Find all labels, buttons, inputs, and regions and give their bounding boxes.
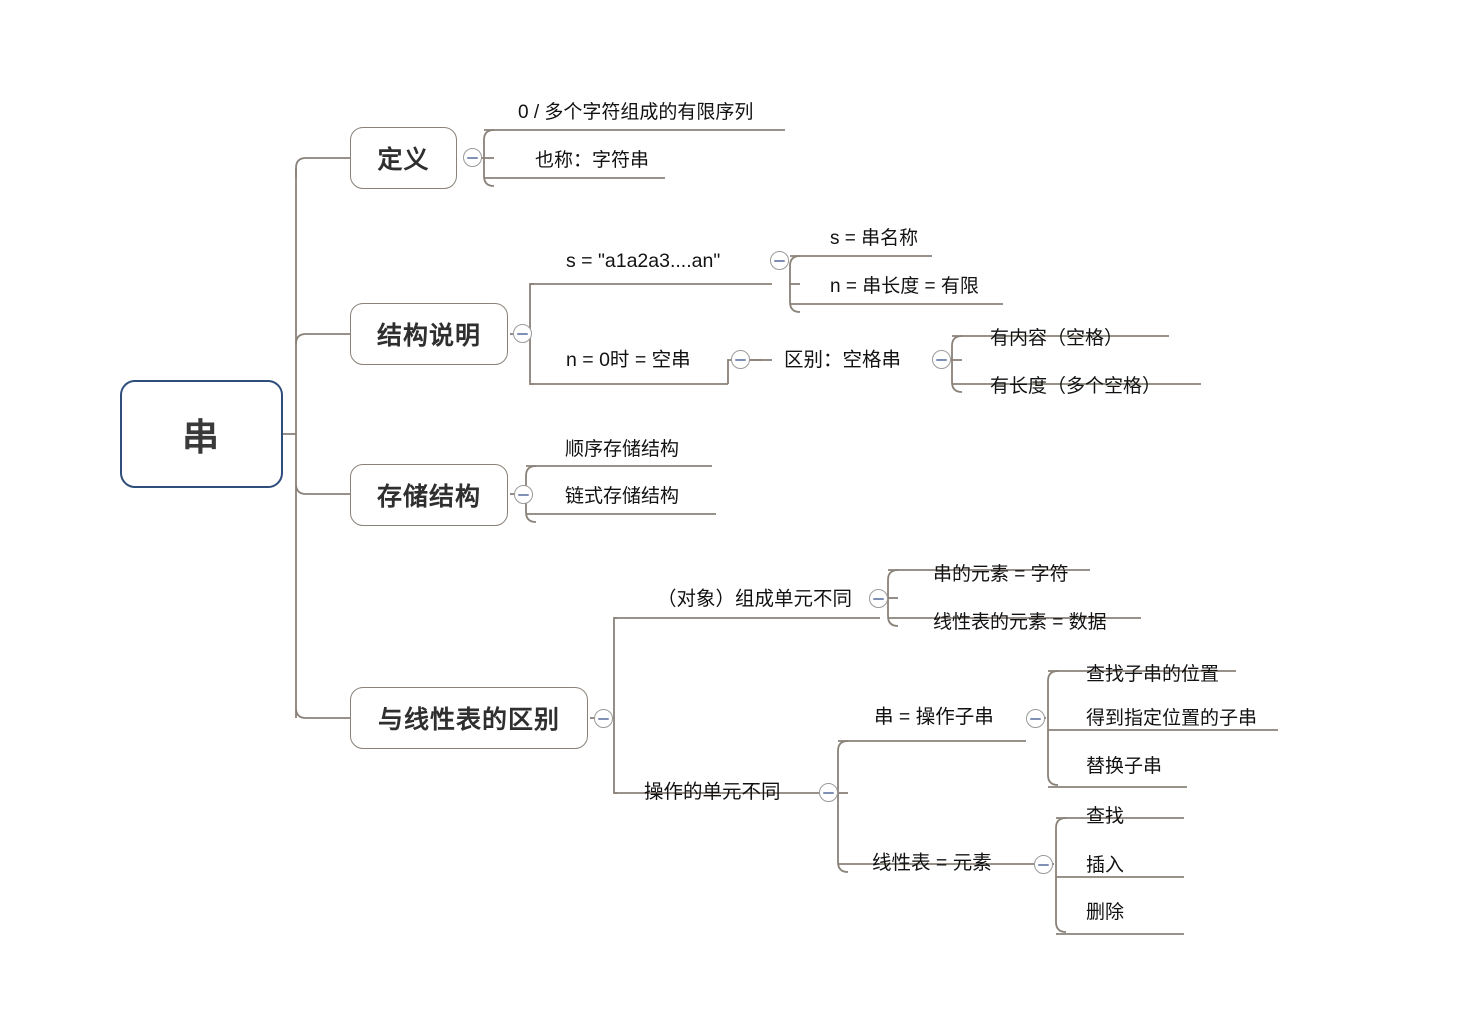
leaf-delete[interactable]: 删除 <box>1086 902 1125 923</box>
leaf-sequential-storage[interactable]: 顺序存储结构 <box>565 439 680 460</box>
branch-node-quebie[interactable]: 与线性表的区别 <box>350 687 588 749</box>
root-label: 串 <box>182 417 221 458</box>
branch-label-jiegoushuoming: 结构说明 <box>376 322 481 350</box>
root-node[interactable]: 串 <box>120 380 283 488</box>
leaf-list-element-is-data[interactable]: 线性表的元素 = 数据 <box>933 612 1107 633</box>
leaf-search[interactable]: 查找 <box>1086 806 1125 827</box>
branch-node-dingyi[interactable]: 定义 <box>350 127 457 189</box>
branch-label-dingyi: 定义 <box>377 146 430 174</box>
node-composition-unit-differs[interactable]: （对象）组成单元不同 <box>657 588 853 610</box>
leaf-has-length-multi-space[interactable]: 有长度（多个空格） <box>990 376 1162 397</box>
toggle-string-substring-collapse-icon[interactable] <box>1026 709 1045 728</box>
leaf-n-is-string-length-finite[interactable]: n = 串长度 = 有限 <box>830 276 979 297</box>
node-string-operates-substring[interactable]: 串 = 操作子串 <box>874 706 994 728</box>
node-s-expression[interactable]: s = "a1a2a3....an" <box>566 250 721 272</box>
leaf-linked-storage[interactable]: 链式存储结构 <box>565 486 680 507</box>
toggle-quebie-collapse-icon[interactable] <box>594 709 613 728</box>
toggle-list-element-collapse-icon[interactable] <box>1034 855 1053 874</box>
toggle-difference-space-collapse-icon[interactable] <box>932 350 951 369</box>
toggle-dingyi-collapse-icon[interactable] <box>463 148 482 167</box>
toggle-cunchujiegou-collapse-icon[interactable] <box>514 485 533 504</box>
toggle-s-expression-collapse-icon[interactable] <box>770 251 789 270</box>
leaf-find-substring-position[interactable]: 查找子串的位置 <box>1086 664 1220 685</box>
leaf-replace-substring[interactable]: 替换子串 <box>1086 756 1163 777</box>
leaf-insert[interactable]: 插入 <box>1086 855 1125 876</box>
toggle-jiegoushuoming-collapse-icon[interactable] <box>513 324 532 343</box>
leaf-string-element-is-char[interactable]: 串的元素 = 字符 <box>933 564 1069 585</box>
leaf-get-substring-at-position[interactable]: 得到指定位置的子串 <box>1086 708 1258 729</box>
toggle-n-zero-collapse-icon[interactable] <box>731 350 750 369</box>
branch-label-cunchujiegou: 存储结构 <box>376 483 481 511</box>
leaf-0-multi-char-sequence[interactable]: 0 / 多个字符组成的有限序列 <box>518 102 754 123</box>
branch-node-jiegoushuoming[interactable]: 结构说明 <box>350 303 508 365</box>
leaf-has-content-space[interactable]: 有内容（空格） <box>990 328 1124 349</box>
leaf-s-is-string-name[interactable]: s = 串名称 <box>830 228 919 249</box>
leaf-also-called-string[interactable]: 也称：字符串 <box>535 150 650 171</box>
node-n-zero-empty-string[interactable]: n = 0时 = 空串 <box>566 349 691 371</box>
toggle-composition-unit-collapse-icon[interactable] <box>869 589 888 608</box>
toggle-operation-unit-collapse-icon[interactable] <box>819 783 838 802</box>
node-operation-unit-differs[interactable]: 操作的单元不同 <box>644 781 781 803</box>
branch-node-cunchujiegou[interactable]: 存储结构 <box>350 464 508 526</box>
node-difference-space-string[interactable]: 区别：空格串 <box>784 349 902 371</box>
node-list-equals-element[interactable]: 线性表 = 元素 <box>872 852 992 874</box>
branch-label-quebie: 与线性表的区别 <box>377 706 560 734</box>
